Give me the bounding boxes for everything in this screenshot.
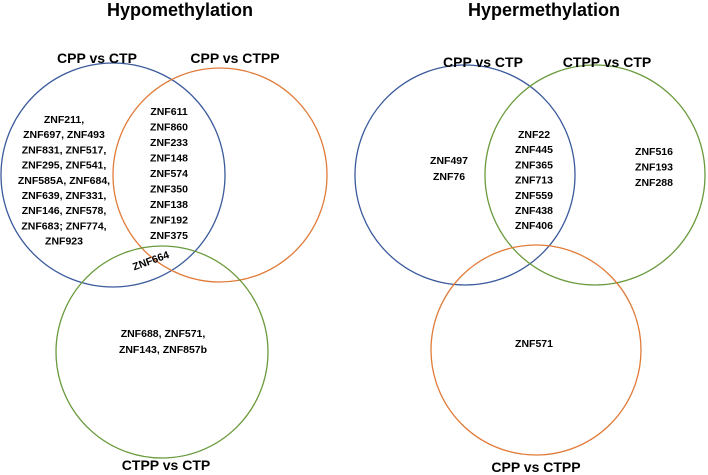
gene-line: ZNF138 — [150, 199, 188, 211]
gene-line: ZNF143, ZNF857b — [119, 344, 207, 356]
gene-line: ZNF831, ZNF517, — [22, 144, 107, 156]
gene-line: ZNF559 — [515, 190, 553, 202]
gene-line: ZNF860 — [150, 122, 188, 134]
hypo-circle-ctpp-vs-ctp — [55, 245, 269, 459]
gene-line: ZNF639, ZNF331, — [22, 190, 107, 202]
gene-line: ZNF233 — [150, 137, 188, 149]
gene-line: ZNF365 — [515, 159, 553, 171]
gene-line: ZNF574 — [150, 168, 188, 180]
hypomethylation-title: Hypomethylation — [107, 0, 253, 20]
gene-line: ZNF497 — [430, 155, 468, 167]
gene-line: ZNF697, ZNF493 — [23, 129, 105, 141]
hypermethylation-title: Hypermethylation — [468, 0, 620, 20]
hypermethylation-panel: Hypermethylation CPP vs CTP CTPP vs CTP … — [354, 0, 706, 475]
gene-line: ZNF438 — [515, 205, 553, 217]
gene-line: ZNF350 — [150, 184, 188, 196]
hyper-label-ctpp-vs-ctp: CTPP vs CTP — [563, 54, 651, 70]
gene-line: ZNF571 — [515, 338, 553, 350]
gene-line: ZNF445 — [515, 144, 553, 156]
gene-line: ZNF22 — [518, 129, 550, 141]
hypo-circle-cpp-vs-ctp — [0, 62, 226, 288]
hyper-genes-cpp-ctpp-only: ZNF571 — [515, 338, 553, 350]
gene-line: ZNF148 — [150, 153, 188, 165]
hypo-gene-cpp-ctp-and-ctpp-ctp: ZNF664 — [131, 249, 171, 273]
gene-line: ZNF683; ZNF774, — [21, 220, 106, 232]
gene-line: ZNF516 — [635, 146, 673, 158]
hyper-label-cpp-vs-ctp: CPP vs CTP — [443, 54, 523, 70]
gene-line: ZNF375 — [150, 230, 188, 242]
gene-line: ZNF611 — [150, 106, 188, 118]
hyper-circle-cpp-vs-ctp — [354, 64, 576, 286]
hyper-circle-ctpp-vs-ctp — [484, 64, 706, 286]
hypo-label-ctpp-vs-ctp: CTPP vs CTP — [122, 457, 210, 473]
gene-line: ZNF76 — [433, 171, 465, 183]
gene-line: ZNF211, — [44, 114, 84, 126]
gene-line: ZNF288 — [635, 177, 673, 189]
gene-line: ZNF193 — [635, 162, 673, 174]
gene-line: ZNF713 — [515, 175, 553, 187]
hypomethylation-panel: Hypomethylation CPP vs CTP CPP vs CTPP C… — [0, 0, 328, 473]
hypo-genes-ctpp-ctp-only: ZNF688, ZNF571, ZNF143, ZNF857b — [119, 328, 207, 356]
gene-line: ZNF192 — [150, 215, 188, 227]
gene-line: ZNF295, ZNF541, — [22, 160, 107, 172]
hypo-label-cpp-vs-ctp: CPP vs CTP — [57, 50, 137, 66]
gene-line: ZNF585A, ZNF684, — [18, 175, 110, 187]
gene-line: ZNF146, ZNF578, — [22, 205, 107, 217]
gene-line: ZNF923 — [45, 236, 83, 248]
hypo-circle-cpp-vs-ctpp — [112, 67, 328, 283]
hyper-label-cpp-vs-ctpp: CPP vs CTPP — [491, 459, 580, 475]
gene-line: ZNF688, ZNF571, — [121, 328, 206, 340]
gene-line: ZNF406 — [515, 220, 553, 232]
hypo-label-cpp-vs-ctpp: CPP vs CTPP — [190, 50, 279, 66]
hyper-circle-cpp-vs-ctpp — [430, 244, 642, 456]
